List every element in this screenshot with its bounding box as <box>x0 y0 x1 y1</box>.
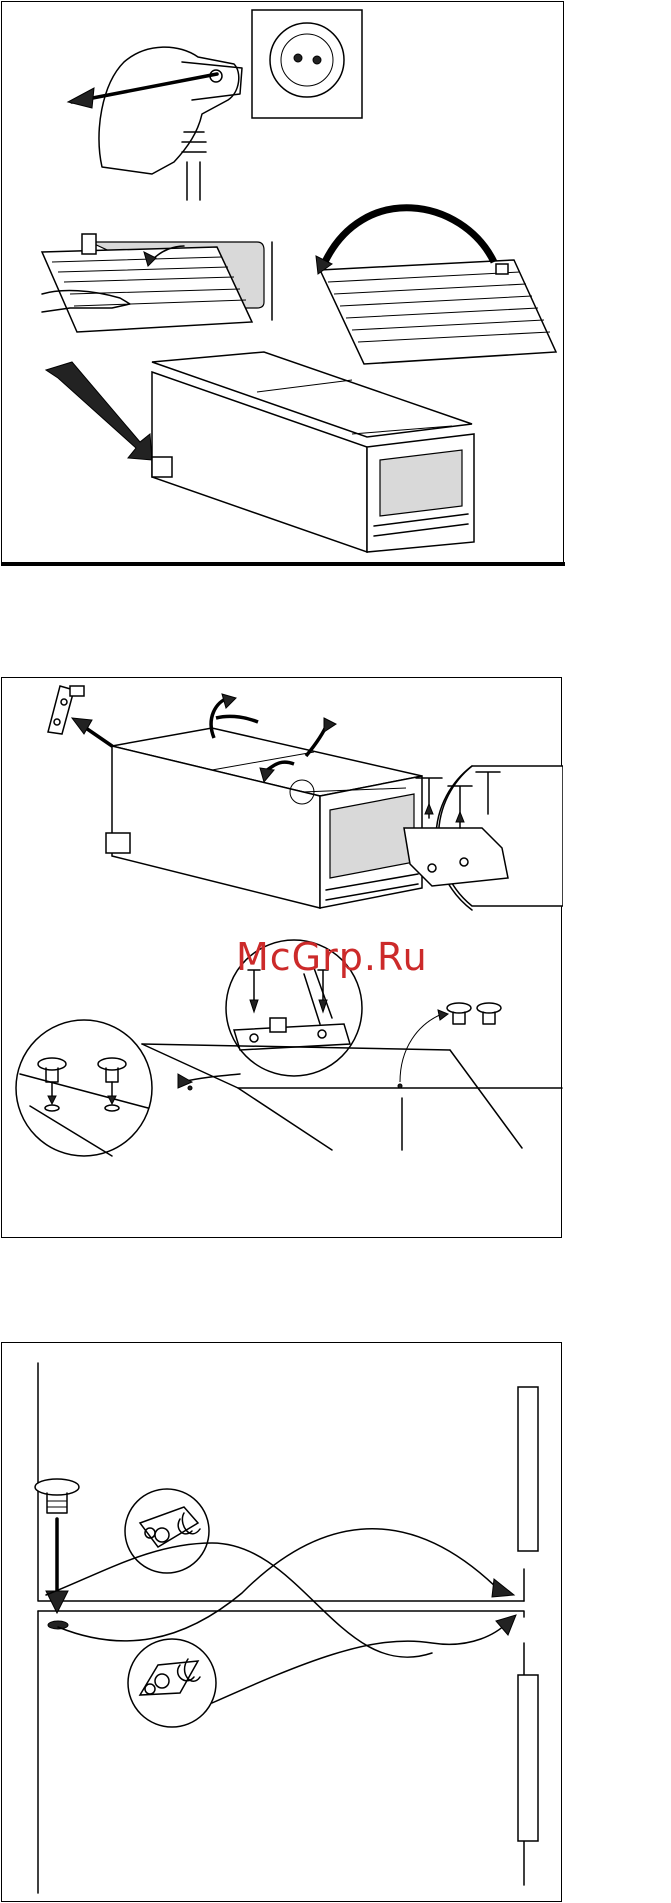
cap-icon <box>35 1479 79 1613</box>
remove-hinge-icon <box>48 686 112 746</box>
remove-grille-icon <box>42 234 272 332</box>
door-swap-arrows-icon <box>46 1529 516 1703</box>
unplug-icon <box>68 47 242 200</box>
plug-caps-icon <box>400 1003 501 1082</box>
panel1-illustration <box>2 2 565 566</box>
tilt-cabinet-icon <box>46 352 474 552</box>
lift-lids-icon <box>106 694 422 908</box>
cabinet-top-outline <box>142 1044 562 1150</box>
flip-grille-icon <box>316 208 556 364</box>
panel3-illustration <box>2 1343 563 1903</box>
handle-top-icon <box>518 1387 538 1551</box>
plug-caps-left-icon <box>16 1020 152 1156</box>
door-frame-lines <box>38 1363 524 1893</box>
panel-unplug-and-grille <box>1 1 564 565</box>
upper-hinge-detail-icon <box>125 1489 209 1573</box>
panel1-bottom-rule <box>1 562 565 566</box>
wall-socket-icon <box>252 10 362 118</box>
lower-hinge-detail-icon <box>48 1621 216 1727</box>
panel-door-swap <box>1 1342 562 1902</box>
handle-bottom-icon <box>518 1675 538 1841</box>
watermark-text: McGrp.Ru <box>236 935 428 979</box>
